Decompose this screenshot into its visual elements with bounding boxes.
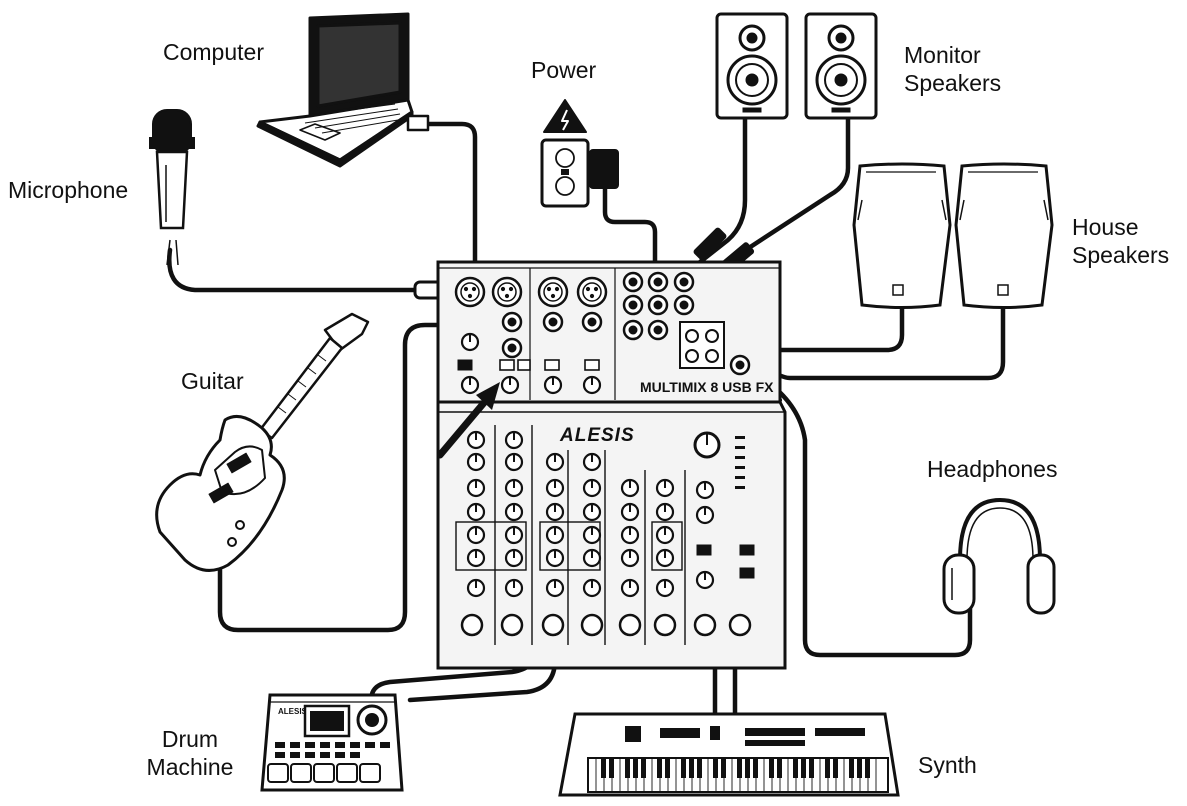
synth-black-keys: [601, 758, 870, 778]
monitor-speaker-left: [715, 12, 789, 120]
house-speakers-label: House Speakers: [1072, 213, 1169, 269]
power-cable: [602, 182, 658, 265]
monitor-left-cable: [697, 115, 748, 265]
synth-icon: [558, 712, 900, 797]
house-speaker-left: [852, 162, 952, 309]
mixer-brand-text: ALESIS: [559, 425, 635, 446]
mixer-icon: MULTIMIX 8 USB FX ALESIS: [436, 260, 787, 670]
microphone-icon: [149, 109, 195, 266]
monitor-right-cable: [709, 115, 851, 275]
mixer-fx-section: [693, 431, 755, 579]
synth-label: Synth: [918, 752, 977, 778]
monitor-speaker-right: [804, 12, 878, 120]
microphone-label: Microphone: [8, 177, 129, 203]
house-speakers-icon: [852, 162, 1054, 309]
power-label: Power: [531, 57, 597, 83]
house-speakers-label-line1: House: [1072, 214, 1139, 240]
headphones-icon: [942, 497, 1056, 615]
guitar-cable: [217, 322, 463, 633]
computer-label: Computer: [163, 39, 264, 65]
mixer-gain-knobs: [460, 613, 752, 637]
drum-machine-label: Drum Machine: [135, 725, 245, 781]
guitar-label: Guitar: [181, 368, 244, 394]
drum-machine-label-line2: Machine: [146, 754, 234, 780]
house-speakers-label-line2: Speakers: [1072, 242, 1170, 268]
headphones-label: Headphones: [927, 456, 1058, 482]
guitar-icon: [155, 312, 370, 572]
house-speaker-right: [954, 162, 1054, 309]
drum-machine-icon: ALESIS: [260, 693, 404, 792]
headphones-cable: [762, 377, 973, 658]
mixer-channel-strips: [455, 425, 686, 645]
drum-machine-label-line1: Drum: [161, 726, 219, 752]
power-outlet-icon: [540, 99, 619, 208]
arrow-icon: [436, 382, 500, 459]
mixer-model-text: MULTIMIX 8 USB FX: [640, 379, 774, 395]
computer-icon: [256, 12, 430, 168]
monitor-speakers-icon: [715, 12, 878, 120]
usb-cable: [422, 121, 478, 265]
drum-machine-brand-text: ALESIS: [278, 707, 308, 716]
monitor-speakers-label-line1: Monitor: [904, 42, 981, 68]
monitor-speakers-label: Monitor Speakers: [904, 41, 1001, 97]
microphone-cable: [167, 247, 428, 293]
monitor-speakers-label-line2: Speakers: [904, 70, 1002, 96]
